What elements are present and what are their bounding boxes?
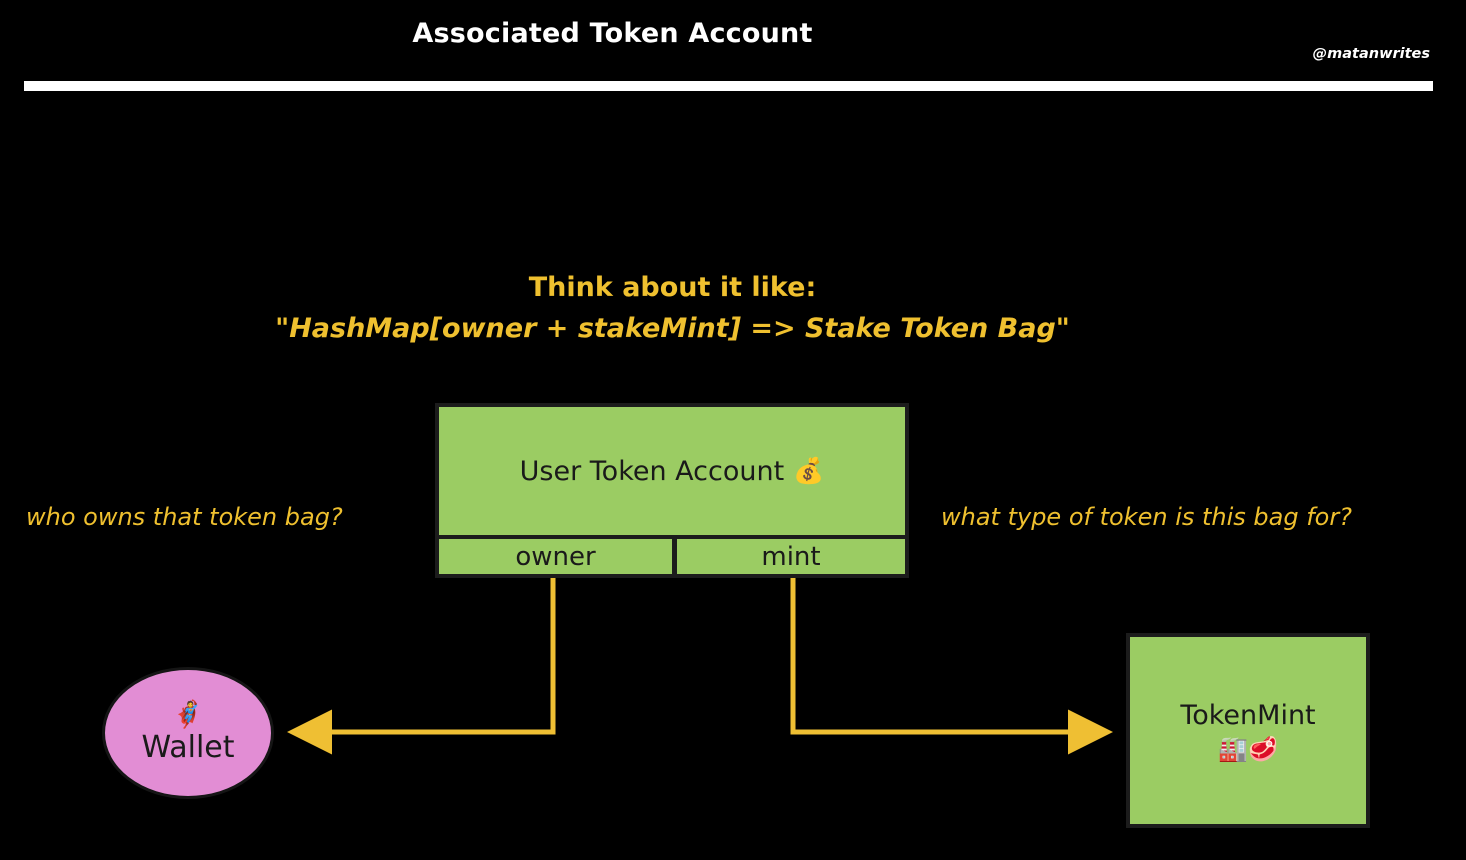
page-title: Associated Token Account [412, 18, 813, 49]
node-token-mint[interactable]: TokenMint 🏭🥩 [1126, 633, 1370, 828]
person-icon: 🦸 [171, 699, 205, 730]
callout-line-2: "HashMap[owner + stakeMint] => Stake Tok… [275, 313, 1070, 344]
factory-meat-icon: 🏭🥩 [1218, 735, 1278, 763]
node-wallet[interactable]: 🦸 Wallet [102, 667, 274, 799]
node-wallet-label: Wallet [141, 729, 235, 765]
annotation-mint-question: what type of token is this bag for? [941, 503, 1352, 531]
author-handle: @matanwrites [1312, 46, 1430, 62]
field-owner[interactable]: owner [439, 539, 672, 574]
callout-block: Think about it like: "HashMap[owner + st… [0, 268, 1345, 350]
callout-line-1: Think about it like: [528, 272, 817, 303]
header-divider [24, 81, 1433, 91]
node-user-token-account-title: User Token Account [519, 455, 785, 487]
money-bag-icon: 💰 [793, 456, 825, 485]
node-token-mint-label: TokenMint [1180, 700, 1316, 731]
edge-mint-to-tokenmint [790, 578, 1113, 755]
field-mint[interactable]: mint [672, 539, 905, 574]
edge-owner-to-wallet [287, 578, 556, 755]
annotation-owner-question: who owns that token bag? [26, 503, 343, 531]
node-user-token-account-header: User Token Account 💰 [439, 407, 905, 535]
node-user-token-account[interactable]: User Token Account 💰 owner mint [435, 403, 909, 578]
node-user-token-account-fields: owner mint [439, 535, 905, 574]
